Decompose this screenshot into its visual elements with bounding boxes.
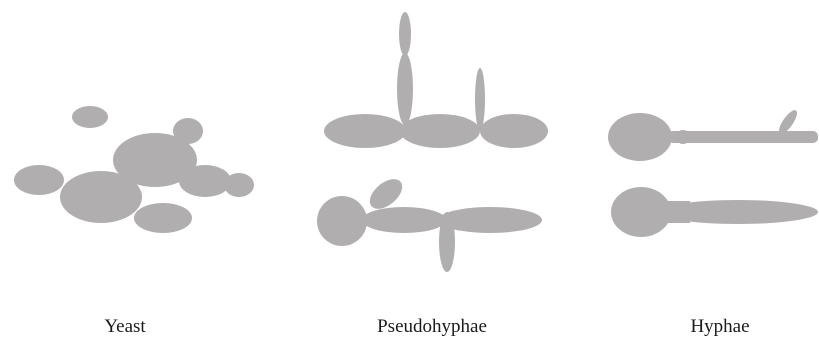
hypha-septum bbox=[676, 130, 690, 144]
pseudohypha-bud bbox=[397, 53, 413, 125]
hyphae-illustration bbox=[608, 108, 818, 237]
pseudohyphae-illustration bbox=[317, 12, 548, 272]
yeast-illustration bbox=[14, 106, 254, 233]
pseudohypha-bud bbox=[399, 12, 411, 56]
yeast-cell bbox=[134, 203, 192, 233]
yeast-label: Yeast bbox=[104, 316, 145, 338]
pseudohypha-cell bbox=[362, 207, 446, 233]
pseudohypha-bud bbox=[475, 68, 485, 130]
hypha-septum bbox=[769, 131, 781, 143]
yeast-cell bbox=[60, 171, 142, 223]
yeast-cell bbox=[179, 165, 231, 197]
yeast-cell bbox=[72, 106, 108, 128]
hypha-neck bbox=[660, 201, 690, 223]
hypha-septum bbox=[729, 131, 741, 143]
hypha-mother-cell bbox=[608, 113, 672, 161]
yeast-cell bbox=[14, 165, 64, 195]
pseudohypha-cell bbox=[324, 114, 406, 148]
yeast-cell bbox=[224, 173, 254, 197]
pseudohypha-cell bbox=[317, 196, 367, 246]
pseudohypha-cell bbox=[400, 114, 480, 148]
hypha-filament bbox=[668, 131, 818, 143]
pseudohypha-cell bbox=[480, 114, 548, 148]
pseudohyphae-label: Pseudohyphae bbox=[377, 316, 487, 338]
pseudohypha-bud bbox=[439, 212, 455, 272]
hyphae-label: Hyphae bbox=[690, 316, 749, 338]
